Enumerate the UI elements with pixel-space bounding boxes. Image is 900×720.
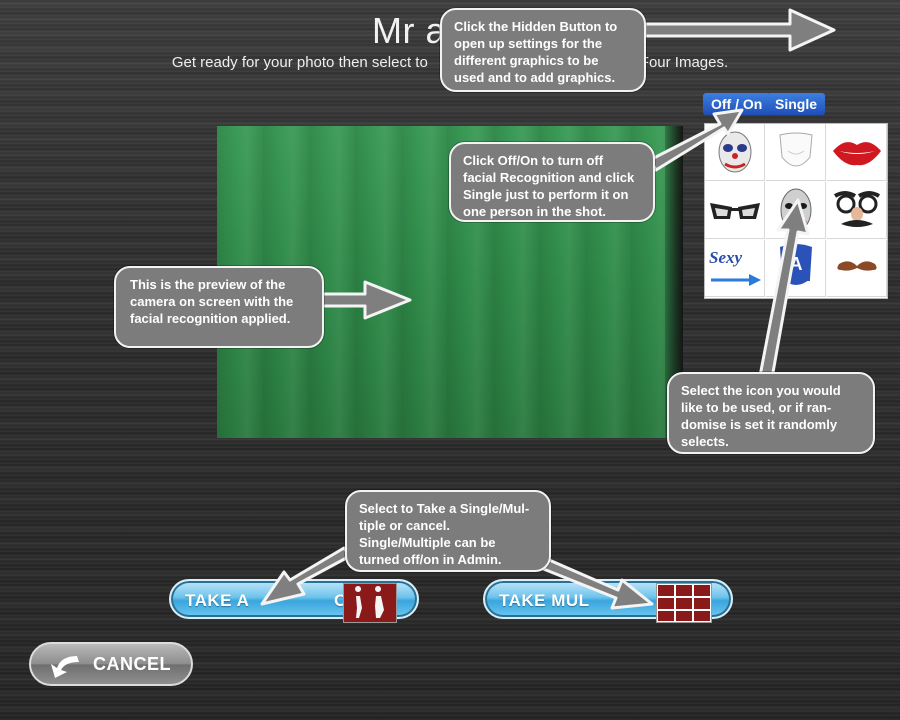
- joker-mask-icon[interactable]: [705, 124, 765, 181]
- single-photo-icon: [343, 583, 397, 623]
- beard-icon[interactable]: [766, 124, 826, 181]
- groucho-glasses-icon[interactable]: [827, 182, 887, 239]
- red-lips-icon[interactable]: [827, 124, 887, 181]
- callout-face-recognition: Click Off/On to turn off facial Recognit…: [449, 142, 655, 222]
- hidden-settings-button[interactable]: [830, 0, 900, 60]
- cat-eye-glasses-icon[interactable]: [705, 182, 765, 239]
- cancel-button[interactable]: CANCEL: [29, 642, 193, 686]
- callout-preview: This is the preview of the camera on scr…: [114, 266, 324, 348]
- captain-america-mask-icon[interactable]: A: [766, 240, 826, 297]
- callout-take-buttons: Select to Take a Single/Mul- tiple or ca…: [345, 490, 551, 572]
- single-person-button[interactable]: Single: [767, 93, 826, 115]
- callout-hidden-button: Click the Hidden Button to open up setti…: [440, 8, 646, 92]
- moustache-icon[interactable]: [827, 240, 887, 297]
- face-recognition-toggle-button[interactable]: Off / On: [703, 93, 771, 115]
- back-arrow-icon: [51, 656, 79, 678]
- joker-face-icon[interactable]: [766, 182, 826, 239]
- callout-select-icon: Select the icon you would like to be use…: [667, 372, 875, 454]
- sexy-arrow-icon[interactable]: Sexy: [705, 240, 765, 297]
- multiple-photos-icon: [656, 583, 712, 623]
- overlay-icon-grid: Sexy A: [704, 123, 888, 299]
